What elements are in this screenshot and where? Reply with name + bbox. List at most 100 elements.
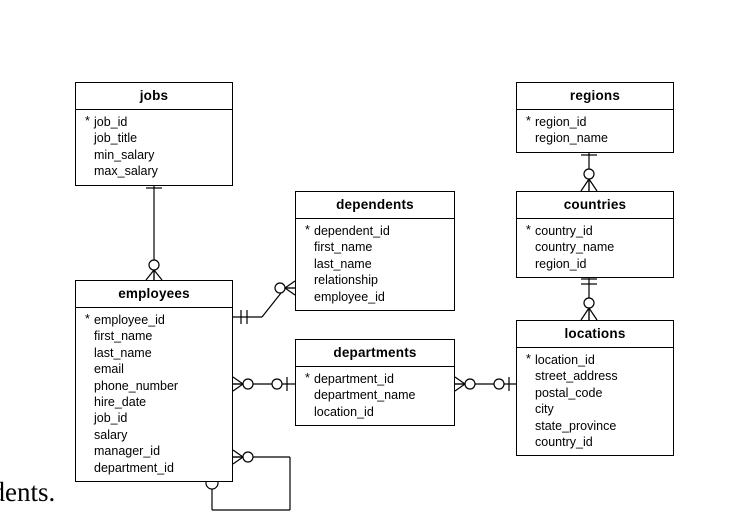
primary-key-marker-icon: * <box>85 114 90 128</box>
attribute-row: relationship <box>296 272 454 288</box>
attribute-name: country_id <box>535 224 593 238</box>
attribute-row: first_name <box>296 239 454 255</box>
attribute-row: last_name <box>76 345 232 361</box>
attribute-name: manager_id <box>94 444 161 459</box>
entity-title-dependents: dependents <box>296 192 454 219</box>
attribute-name: phone_number <box>94 378 179 393</box>
attribute-name: last_name <box>94 345 152 360</box>
entity-title-departments: departments <box>296 340 454 367</box>
attribute-name: job_id <box>94 411 128 426</box>
attribute-row: salary <box>76 427 232 443</box>
attribute-row: * employee_id <box>76 312 232 328</box>
attribute-row: city <box>517 401 673 417</box>
primary-key-marker-icon: * <box>305 223 310 237</box>
entity-title-regions: regions <box>517 83 673 110</box>
attribute-row: manager_id <box>76 443 232 459</box>
attribute-name: country_name <box>535 240 615 255</box>
attribute-row: country_name <box>517 239 673 255</box>
attribute-name: relationship <box>314 273 378 288</box>
attribute-row: job_id <box>76 410 232 426</box>
attribute-row: country_id <box>517 434 673 450</box>
attribute-name: email <box>94 362 124 377</box>
attribute-name: region_id <box>535 115 587 129</box>
caption-text: ndents. <box>0 477 56 507</box>
attribute-row: * job_id <box>76 114 232 130</box>
attribute-row: job_title <box>76 130 232 146</box>
entity-regions[interactable]: regions * region_id region_name <box>516 82 674 153</box>
entity-departments[interactable]: departments * department_id department_name… <box>295 339 455 427</box>
attribute-row: * location_id <box>517 352 673 368</box>
attribute-name: employee_id <box>314 289 385 304</box>
attribute-row: phone_number <box>76 378 232 394</box>
attribute-name: city <box>535 402 554 417</box>
primary-key-marker-icon: * <box>526 352 531 366</box>
attribute-row: street_address <box>517 368 673 384</box>
attribute-row: location_id <box>296 404 454 420</box>
attribute-row: max_salary <box>76 163 232 179</box>
attribute-row: * dependent_id <box>296 223 454 239</box>
attribute-name: last_name <box>314 256 372 271</box>
attribute-row: * region_id <box>517 114 673 130</box>
primary-key-marker-icon: * <box>85 312 90 326</box>
connector-countries-locations <box>580 272 598 321</box>
attribute-row: last_name <box>296 256 454 272</box>
attribute-name: location_id <box>535 353 595 367</box>
entity-title-employees: employees <box>76 281 232 308</box>
connector-departments-locations <box>454 376 516 392</box>
attribute-name: region_name <box>535 131 608 146</box>
primary-key-marker-icon: * <box>305 371 310 385</box>
connector-jobs-employees <box>145 177 163 281</box>
attribute-row: email <box>76 361 232 377</box>
primary-key-marker-icon: * <box>526 223 531 237</box>
attribute-name: job_id <box>94 115 128 129</box>
attribute-row: employee_id <box>296 289 454 305</box>
attribute-name: max_salary <box>94 164 158 179</box>
attribute-name: job_title <box>94 131 138 146</box>
attribute-name: hire_date <box>94 394 147 409</box>
attribute-row: region_id <box>517 256 673 272</box>
attribute-row: postal_code <box>517 385 673 401</box>
attribute-name: employee_id <box>94 313 165 327</box>
attribute-name: first_name <box>314 240 373 255</box>
attribute-row: * country_id <box>517 223 673 239</box>
entity-attributes-regions: * region_id region_name <box>517 110 673 152</box>
attribute-row: department_id <box>76 460 232 476</box>
attribute-name: department_id <box>314 372 394 386</box>
attribute-row: min_salary <box>76 147 232 163</box>
attribute-row: department_name <box>296 387 454 403</box>
attribute-name: salary <box>94 427 128 442</box>
attribute-row: region_name <box>517 130 673 146</box>
attribute-row: hire_date <box>76 394 232 410</box>
attribute-name: location_id <box>314 404 374 419</box>
attribute-row: state_province <box>517 418 673 434</box>
entity-title-locations: locations <box>517 321 673 348</box>
attribute-name: dependent_id <box>314 224 390 238</box>
attribute-name: state_province <box>535 418 617 433</box>
attribute-row: * department_id <box>296 371 454 387</box>
attribute-name: region_id <box>535 256 587 271</box>
attribute-name: country_id <box>535 434 593 449</box>
primary-key-marker-icon: * <box>526 114 531 128</box>
attribute-row: first_name <box>76 328 232 344</box>
connector-employees-dependents <box>233 280 296 324</box>
attribute-name: street_address <box>535 369 618 384</box>
attribute-name: department_id <box>94 460 174 475</box>
entity-title-jobs: jobs <box>76 83 232 110</box>
attribute-name: department_name <box>314 388 416 403</box>
attribute-name: postal_code <box>535 385 603 400</box>
attribute-name: min_salary <box>94 147 155 162</box>
entity-title-countries: countries <box>517 192 673 219</box>
